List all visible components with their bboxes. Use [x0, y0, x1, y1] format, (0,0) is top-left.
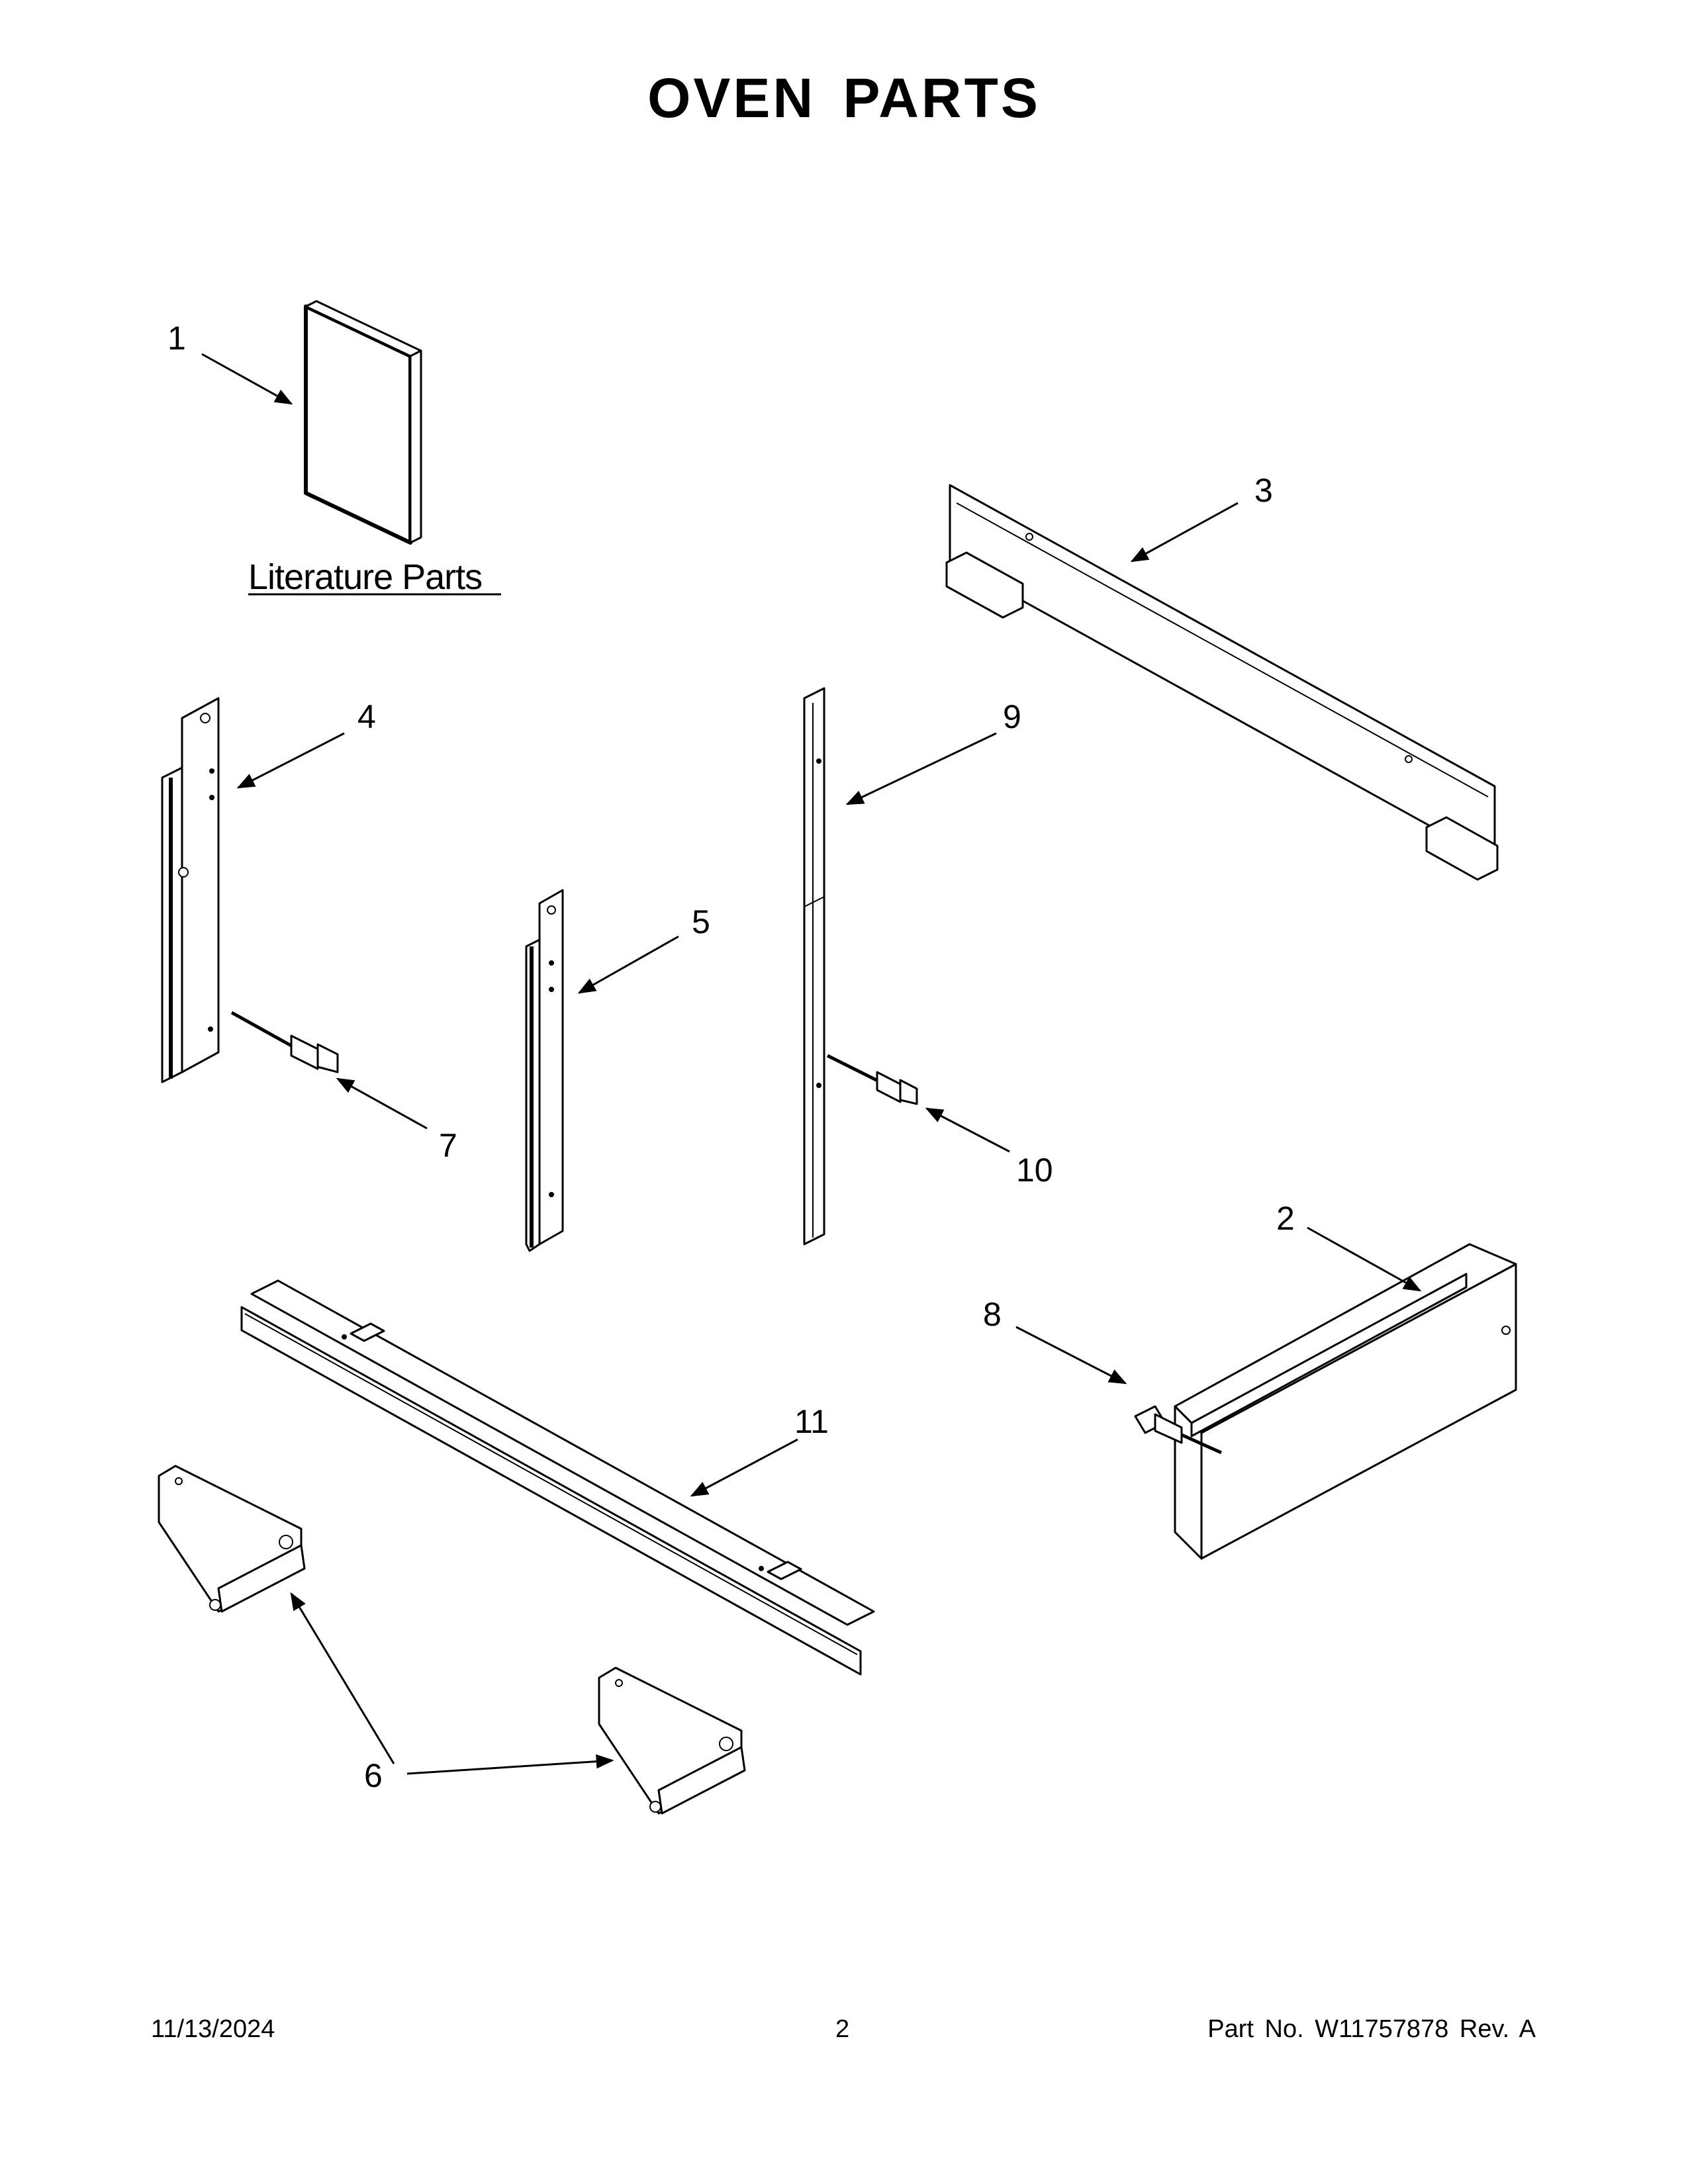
leader-line-5 — [577, 935, 679, 994]
triangular-bracket-part-upper — [158, 1465, 306, 1613]
leader-line-2 — [1307, 1226, 1422, 1292]
literature-parts-label: Literature Parts — [248, 557, 482, 597]
leader-line-9 — [845, 732, 997, 805]
screw-part-10 — [826, 1054, 918, 1105]
leader-line-7 — [336, 1077, 428, 1130]
callout-4: 4 — [357, 698, 376, 735]
footer-page-number: 2 — [835, 2015, 850, 2043]
leader-line-6a — [290, 1592, 395, 1764]
footer-date: 11/13/2024 — [151, 2015, 275, 2043]
leader-line-4 — [236, 732, 345, 789]
top-rail-part — [945, 484, 1499, 881]
screw-part-7 — [230, 1011, 339, 1073]
callout-8: 8 — [983, 1296, 1002, 1333]
bottom-rail-part — [240, 1279, 875, 1676]
callout-11: 11 — [794, 1403, 829, 1440]
page-title: OVEN PARTS — [647, 67, 1041, 129]
leader-line-10 — [925, 1107, 1010, 1153]
callout-9: 9 — [1003, 698, 1021, 735]
leader-line-3 — [1130, 502, 1239, 563]
callout-6: 6 — [364, 1757, 383, 1794]
middle-side-bracket-part — [525, 889, 564, 1252]
callout-10: 10 — [1016, 1152, 1053, 1189]
callout-3: 3 — [1254, 472, 1273, 509]
callout-5: 5 — [692, 903, 710, 940]
callout-1: 1 — [167, 320, 186, 357]
vent-box-part — [1174, 1243, 1517, 1560]
leader-line-11 — [690, 1438, 798, 1497]
leader-line-6b — [406, 1754, 614, 1775]
literature-booklet-part — [304, 300, 422, 545]
triangular-bracket-part-lower — [598, 1666, 746, 1815]
callout-7: 7 — [439, 1127, 457, 1164]
footer-part-number: Part No. W11757878 Rev. A — [1207, 2015, 1536, 2043]
callout-2: 2 — [1276, 1200, 1295, 1237]
left-side-bracket-part — [161, 697, 220, 1083]
leader-line-8 — [1015, 1326, 1127, 1385]
screw-part-8 — [1134, 1405, 1223, 1455]
vertical-trim-strip-part — [803, 687, 825, 1246]
leader-line-1 — [201, 353, 293, 405]
